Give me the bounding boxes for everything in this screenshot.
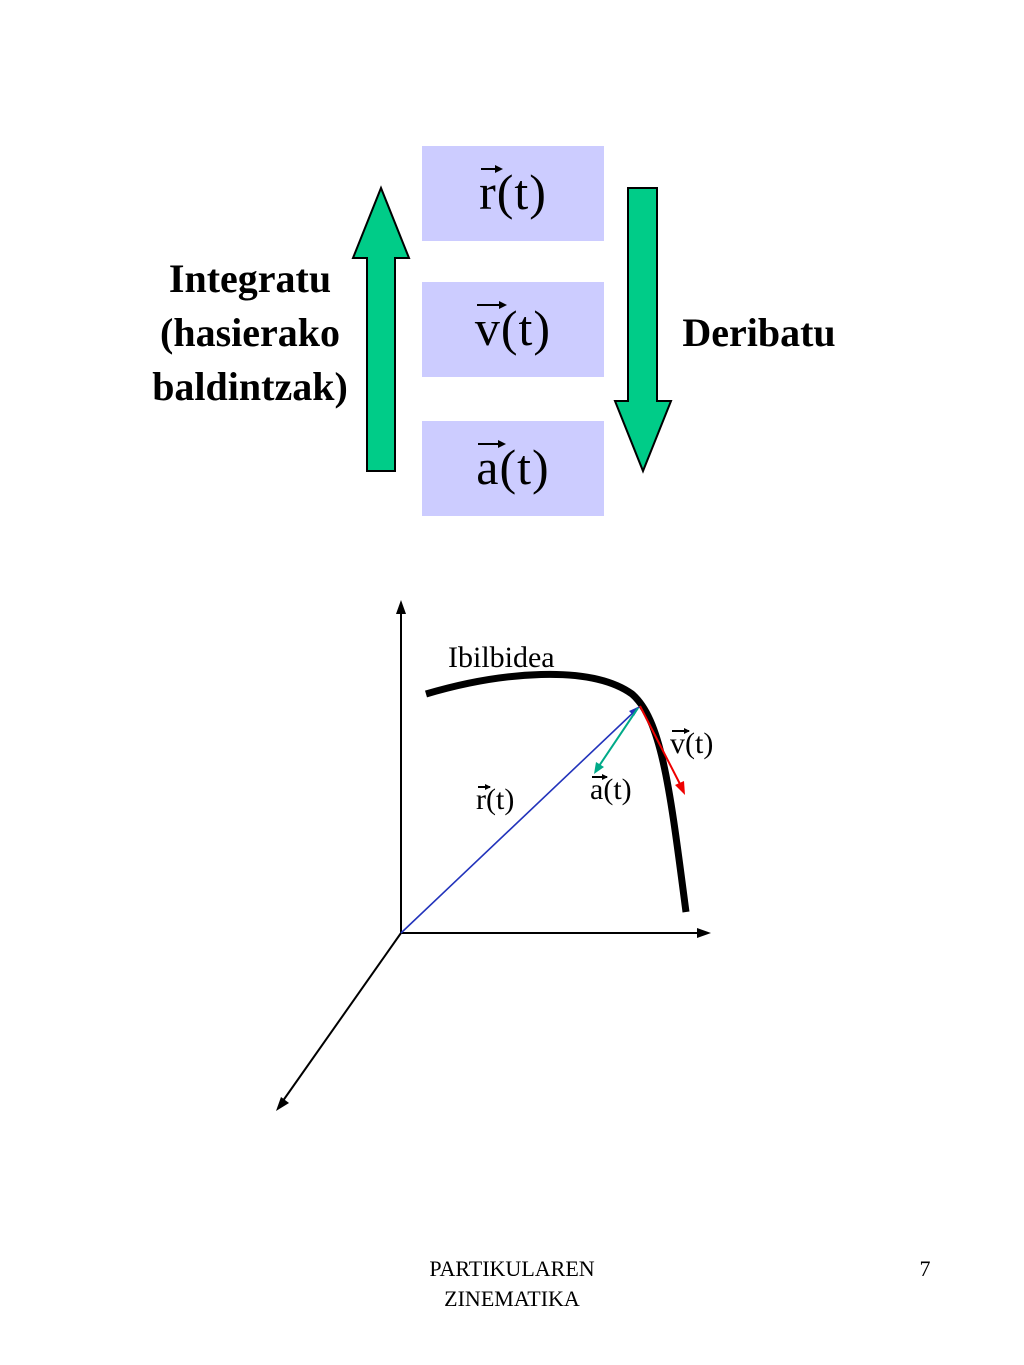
position-arg: (t): [496, 164, 547, 220]
velocity-vector-symbol: v: [474, 300, 507, 356]
velocity-vector-arrow: [639, 705, 685, 795]
axes: [276, 600, 711, 1111]
integrate-label: Integratu (hasierako baldintzak): [152, 256, 348, 409]
acceleration-label: a(t): [590, 773, 632, 806]
position-box: r(t): [422, 146, 604, 241]
position-vector-symbol: r: [479, 164, 503, 220]
trajectory-curve: [425, 670, 690, 913]
velocity-box: v(t): [422, 282, 604, 377]
derivative-arrow: [613, 187, 673, 474]
page-number: 7: [919, 1256, 931, 1281]
velocity-arg: (t): [500, 300, 552, 356]
velocity-label: v(t): [670, 727, 714, 760]
footer-title: PARTIKULAREN ZINEMATIKA: [429, 1256, 595, 1311]
acceleration-arg: (t): [499, 439, 550, 495]
acceleration-vector-symbol: a: [476, 439, 506, 495]
trajectory-label: Ibilbidea: [448, 641, 555, 674]
acceleration-box: a(t): [422, 421, 604, 516]
position-vector-arrow: [400, 706, 640, 934]
acceleration-vector-arrow: [594, 707, 639, 774]
integrate-arrow: [351, 185, 411, 472]
position-label: r(t): [476, 783, 515, 816]
derivative-label: Deribatu: [682, 310, 836, 355]
